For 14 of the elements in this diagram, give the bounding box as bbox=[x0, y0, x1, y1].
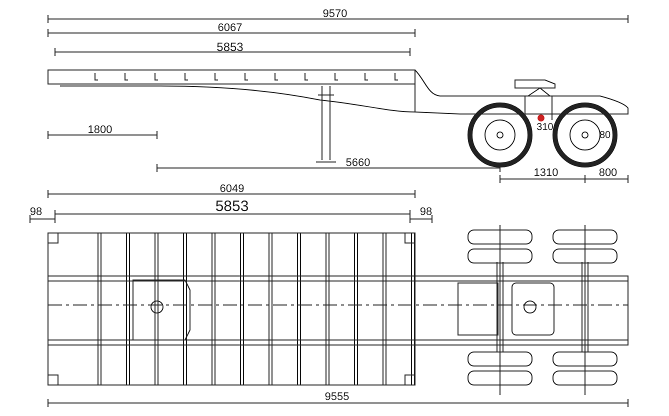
dimension-label: 1800 bbox=[88, 124, 112, 136]
dimension-label: 800 bbox=[598, 167, 618, 179]
dimension-label: 310 bbox=[536, 122, 554, 134]
dimension-label: 98 bbox=[420, 206, 432, 218]
dimension-label: 9570 bbox=[322, 8, 348, 20]
dimension-label: 98 bbox=[30, 206, 42, 218]
dimension-label: 5853 bbox=[216, 41, 244, 53]
dimension-label: 6049 bbox=[220, 183, 244, 195]
dimension-label: 5660 bbox=[346, 157, 370, 169]
dimension-label: 9555 bbox=[324, 391, 350, 403]
dimension-label: 80 bbox=[599, 130, 611, 142]
dimension-label: 6067 bbox=[218, 22, 242, 34]
dimension-label: 5853 bbox=[215, 201, 249, 213]
dimension-label: 1310 bbox=[534, 167, 558, 179]
